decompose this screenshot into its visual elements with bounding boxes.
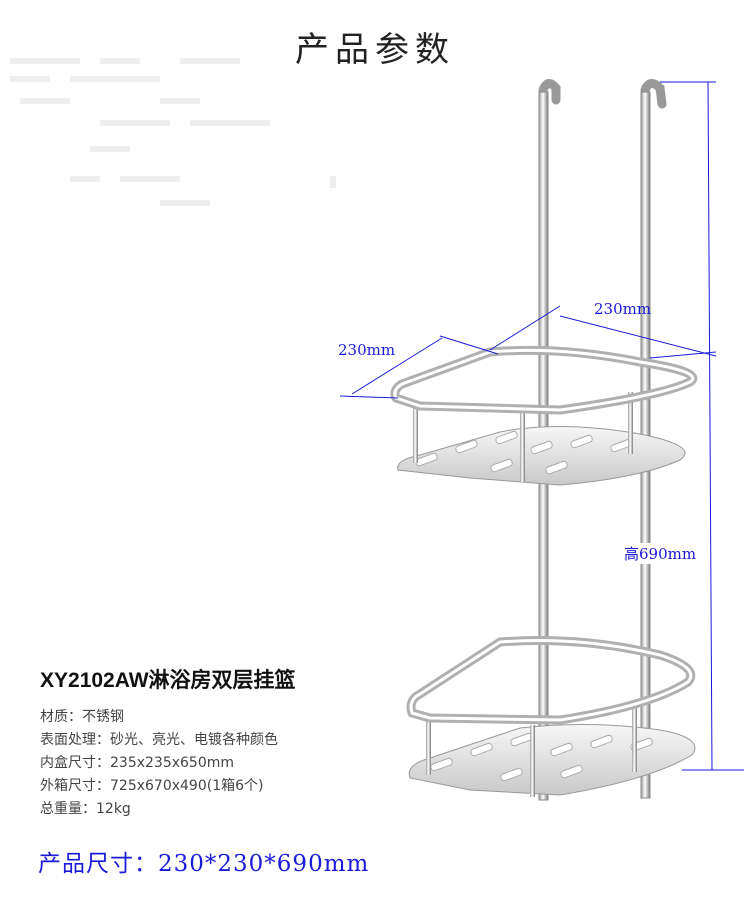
- spec-list: 材质：不锈钢 表面处理：砂光、亮光、电镀各种颜色 内盒尺寸：235x235x65…: [40, 706, 278, 821]
- dimension-lines: [339, 81, 744, 771]
- page-title: 产品参数: [295, 30, 455, 70]
- spec-material: 材质：不锈钢: [40, 709, 124, 725]
- product-size-line: 产品尺寸：230*230*690mm: [38, 851, 370, 877]
- spec-total-weight: 总重量：12kg: [40, 801, 131, 817]
- faint-background-texture: [10, 58, 336, 206]
- spec-outer-carton-size: 外箱尺寸：725x670x490(1箱6个): [40, 778, 264, 794]
- dimension-width-left: 230mm: [338, 341, 396, 359]
- product-name: XY2102AW淋浴房双层挂篮: [40, 669, 296, 692]
- lower-basket: [406, 636, 696, 797]
- dimension-height: 高690mm: [624, 543, 697, 564]
- upper-basket: [390, 345, 698, 486]
- spec-surface-finish: 表面处理：砂光、亮光、电镀各种颜色: [40, 732, 278, 748]
- spec-inner-box-size: 内盒尺寸：235x235x650mm: [40, 755, 235, 771]
- dimension-width-right: 230mm: [594, 300, 652, 318]
